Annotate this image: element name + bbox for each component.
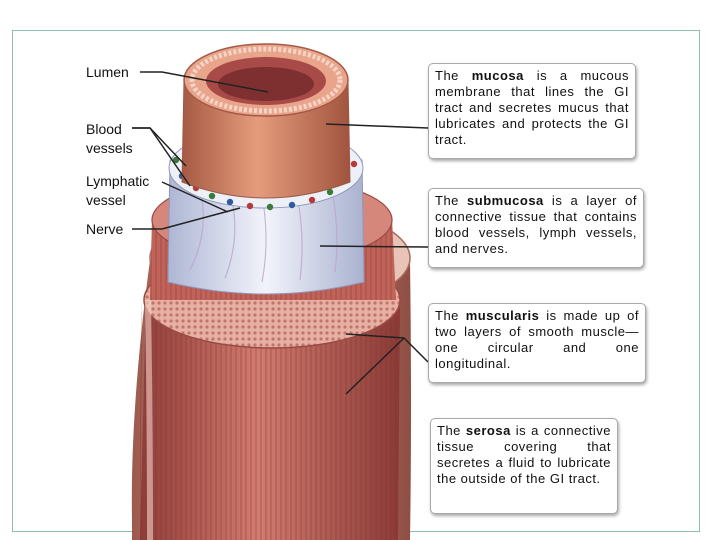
submucosa-text-post: is a layer of connective tissue that con… [435,193,637,256]
submucosa-description-box: The submucosa is a layer of connective t… [428,188,644,268]
muscularis-text-pre: The [435,308,466,323]
mucosa-text-pre: The [435,68,472,83]
callout-lines [132,71,429,395]
serosa-description-box: The serosa is a connective tissue coveri… [430,418,618,514]
serosa-term: serosa [465,423,511,438]
serosa-text-post: is a connective tissue covering that sec… [437,423,612,486]
mucosa-layer [181,43,351,199]
mucosa-text-post: is a mucous membrane that lines the GI t… [435,68,629,147]
muscularis-description-box: The muscularis is made up of two layers … [428,303,646,383]
label-nerve: Nerve [86,221,124,237]
label-blood-vessels-line2: vessels [86,140,133,156]
mucosa-term: mucosa [471,68,524,83]
label-lymphatic-line2: vessel [86,192,126,208]
label-lymphatic-line1: Lymphatic [86,173,150,189]
submucosa-term: submucosa [467,193,544,208]
submucosa-text-pre: The [435,193,468,208]
muscularis-term: muscularis [465,308,540,323]
serosa-text-pre: The [437,423,466,438]
label-blood-vessels-line1: Blood [86,121,122,137]
muscularis-text-post: is made up of two layers of smooth muscl… [435,308,639,371]
label-lumen: Lumen [86,64,129,80]
mucosa-description-box: The mucosa is a mucous membrane that lin… [428,63,636,159]
